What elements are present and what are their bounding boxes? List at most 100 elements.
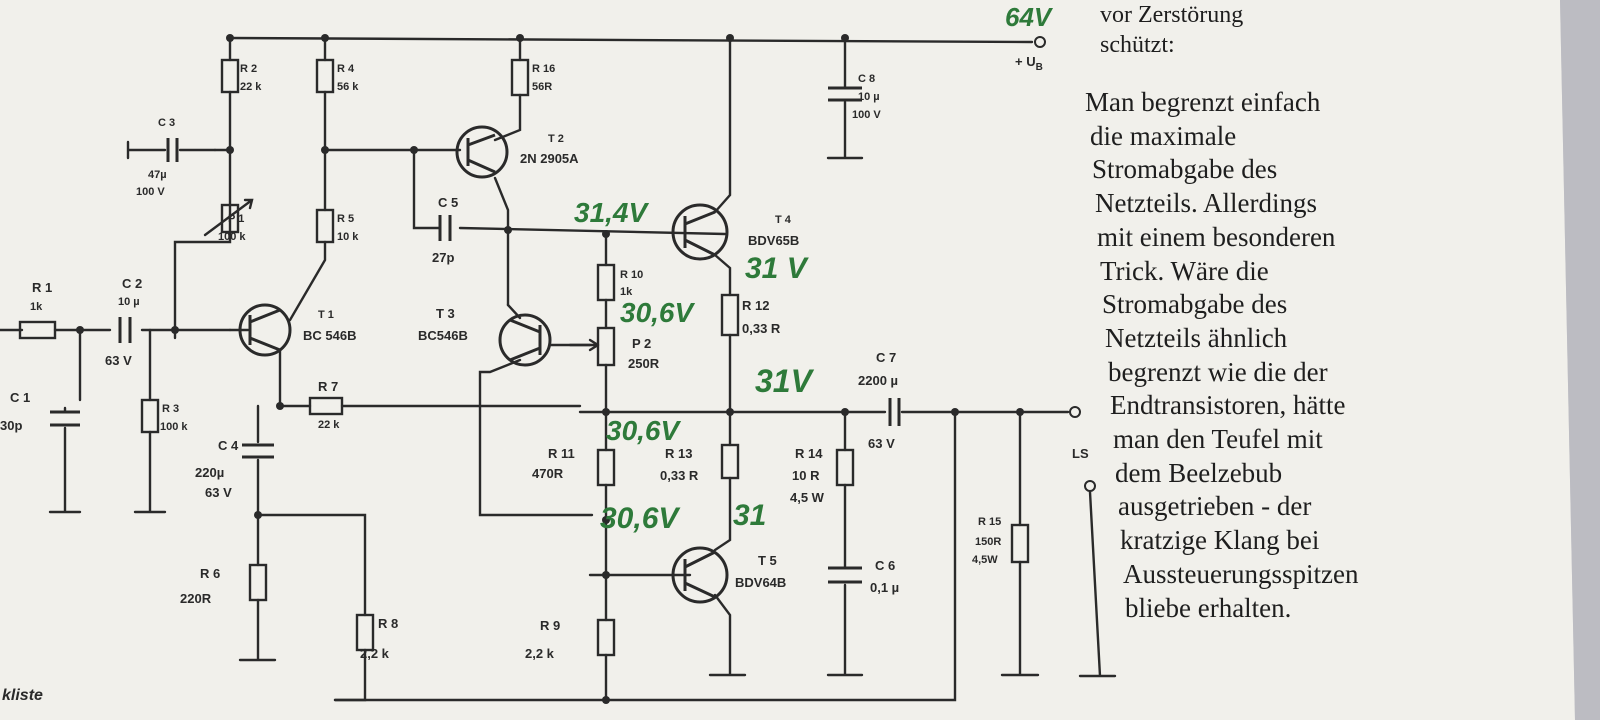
r8-name: R 8 <box>378 616 398 631</box>
t4-type: BDV65B <box>748 233 799 248</box>
r5-name: R 5 <box>337 213 354 225</box>
p1-potentiometer <box>220 203 240 234</box>
note-line: mit einem besonderen <box>1097 221 1336 252</box>
t2-transistor <box>455 125 509 179</box>
note-line: Trick. Wäre die <box>1100 255 1269 286</box>
r14-resistor <box>835 448 855 487</box>
hw-r11-voltage: 30,6V <box>606 415 681 446</box>
r13-resistor <box>720 443 740 480</box>
header-line: vor Zerstörung <box>1100 2 1244 28</box>
t5-transistor <box>671 546 729 604</box>
c2-value: 10 µ <box>118 296 140 308</box>
r15-value: 150R <box>975 536 1001 548</box>
c4-capacitor <box>242 443 274 459</box>
r14-value: 10 R <box>792 468 820 483</box>
t5-type: BDV64B <box>735 575 786 590</box>
p2-potentiometer <box>596 326 616 367</box>
c2-voltage: 63 V <box>105 353 132 368</box>
r9-name: R 9 <box>540 618 560 633</box>
t3-transistor <box>498 313 552 367</box>
r4-resistor <box>315 58 335 94</box>
hw-supply-voltage: 64V <box>1005 2 1054 32</box>
r15-resistor <box>1010 523 1030 564</box>
c4-name: C 4 <box>218 438 239 453</box>
r15-name: R 15 <box>978 516 1001 528</box>
hw-t5-emitter-voltage: 31 <box>733 499 766 532</box>
note-line: Man begrenzt einfach <box>1085 87 1321 117</box>
t3-name: T 3 <box>436 306 455 321</box>
r10-name: R 10 <box>620 269 643 281</box>
supply-label: + UB <box>1015 54 1043 73</box>
c3-voltage: 100 V <box>136 186 165 198</box>
r5-value: 10 k <box>337 231 359 243</box>
note-line: bliebe erhalten. <box>1125 592 1292 623</box>
t3-type: BC546B <box>418 328 468 343</box>
r3-value: 100 k <box>160 421 188 433</box>
r14-name: R 14 <box>795 446 823 461</box>
r3-resistor <box>140 398 160 434</box>
r12-value: 0,33 R <box>742 321 781 336</box>
r5-resistor <box>315 208 335 244</box>
c8-voltage: 100 V <box>852 109 881 121</box>
note-line: begrenzt wie die der <box>1108 356 1328 387</box>
note-line: die maximale <box>1090 120 1237 151</box>
c8-name: C 8 <box>858 73 875 85</box>
c8-capacitor <box>828 86 862 102</box>
c6-capacitor <box>828 566 862 584</box>
p2-name: P 2 <box>632 336 651 351</box>
r4-name: R 4 <box>337 63 355 75</box>
note-line: kratzige Klang bei <box>1120 525 1320 556</box>
c3-value: 47µ <box>148 169 167 181</box>
p1-value: 100 k <box>218 231 246 243</box>
header-text: vor Zerstörung schützt: <box>1100 0 1243 60</box>
c1-value: 30p <box>0 418 22 433</box>
r10-resistor <box>596 263 616 302</box>
c4-voltage: 63 V <box>205 485 232 500</box>
c2-name: C 2 <box>122 276 142 291</box>
r6-name: R 6 <box>200 566 220 581</box>
r11-value: 470R <box>532 466 564 481</box>
component-labels: R 1 1k C 1 30p R 2 22 k C 3 47µ 100 V P … <box>0 54 1089 704</box>
p1-arrow-icon <box>203 198 254 237</box>
hw-t5-base-voltage: 30,6V <box>600 502 681 535</box>
hw-p2-voltage: 30,6V <box>620 297 695 328</box>
c7-value: 2200 µ <box>858 373 898 388</box>
r13-name: R 13 <box>665 446 692 461</box>
t2-name: T 2 <box>548 133 564 145</box>
p2-wiper-arrow-icon <box>568 338 600 352</box>
footer-fragment: kliste <box>2 687 43 704</box>
note-line: Stromabgabe des <box>1102 289 1288 320</box>
r8-value: 2,2 k <box>360 646 390 661</box>
c5-capacitor <box>438 215 452 241</box>
r7-name: R 7 <box>318 379 338 394</box>
r9-resistor <box>596 618 616 657</box>
header-line: schützt: <box>1100 32 1175 58</box>
r2-resistor <box>220 58 240 94</box>
c1-capacitor <box>50 410 80 427</box>
note-line: Aussteuerungsspitzen <box>1123 558 1359 589</box>
desk-edge <box>1560 0 1600 720</box>
c7-voltage: 63 V <box>868 436 895 451</box>
r4-value: 56 k <box>337 81 359 93</box>
c6-name: C 6 <box>875 558 895 573</box>
r7-value: 22 k <box>318 419 340 431</box>
hw-t4-emitter-voltage: 31 V <box>745 252 810 285</box>
junction-dots <box>76 34 1024 704</box>
hw-midpoint-voltage: 31V <box>755 363 815 399</box>
note-line: ausgetrieben - der <box>1118 491 1312 522</box>
note-line: man den Teufel mit <box>1113 424 1323 455</box>
r13-value: 0,33 R <box>660 468 699 483</box>
r6-value: 220R <box>180 591 212 606</box>
c6-value: 0,1 µ <box>870 580 899 595</box>
r11-name: R 11 <box>548 446 575 461</box>
c1-name: C 1 <box>10 390 30 405</box>
r12-resistor <box>720 293 740 337</box>
r2-value: 22 k <box>240 81 262 93</box>
t2-type: 2N 2905A <box>520 151 579 166</box>
components <box>18 58 1030 657</box>
r9-value: 2,2 k <box>525 646 555 661</box>
note-line: dem Beelzebub <box>1115 457 1283 488</box>
